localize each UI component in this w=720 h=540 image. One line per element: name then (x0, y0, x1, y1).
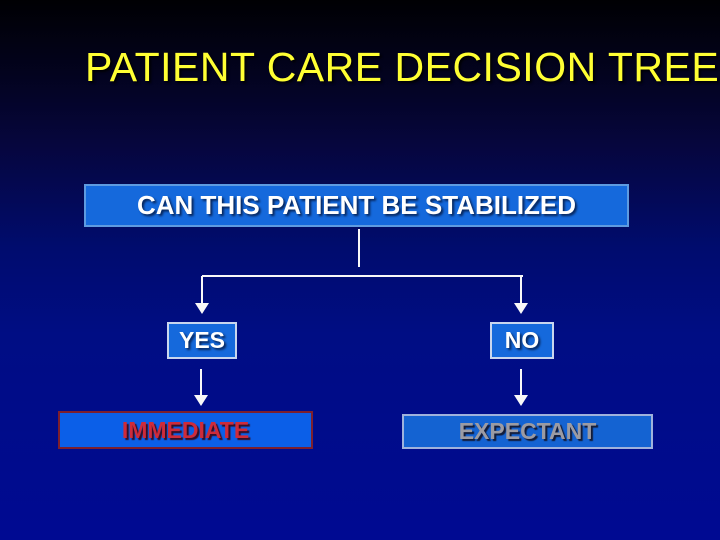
connector-root-stem (358, 229, 360, 267)
decision-node-no: NO (490, 322, 554, 359)
decision-node-no-label: NO (504, 327, 540, 353)
connector-no-expectant (520, 369, 522, 397)
decision-node-yes-label: YES (178, 327, 226, 353)
connector-no-branch (520, 276, 522, 305)
slide-title: PATIENT CARE DECISION TREE (85, 44, 720, 90)
connector-branch-bar (202, 275, 523, 277)
arrow-down-no-icon (514, 303, 528, 314)
outcome-node-immediate-label: IMMEDIATE (121, 416, 250, 443)
outcome-node-expectant: EXPECTANT (402, 414, 653, 449)
outcome-node-expectant-label: EXPECTANT (458, 418, 597, 444)
connector-yes-immediate (200, 369, 202, 397)
decision-node-yes: YES (167, 322, 237, 359)
arrow-down-yes-icon (195, 303, 209, 314)
decision-node-root: CAN THIS PATIENT BE STABILIZED (84, 184, 629, 227)
arrow-down-expectant-icon (514, 395, 528, 406)
arrow-down-immediate-icon (194, 395, 208, 406)
outcome-node-immediate: IMMEDIATE (58, 411, 313, 449)
connector-yes-branch (201, 276, 203, 305)
decision-node-root-label: CAN THIS PATIENT BE STABILIZED (136, 190, 577, 220)
